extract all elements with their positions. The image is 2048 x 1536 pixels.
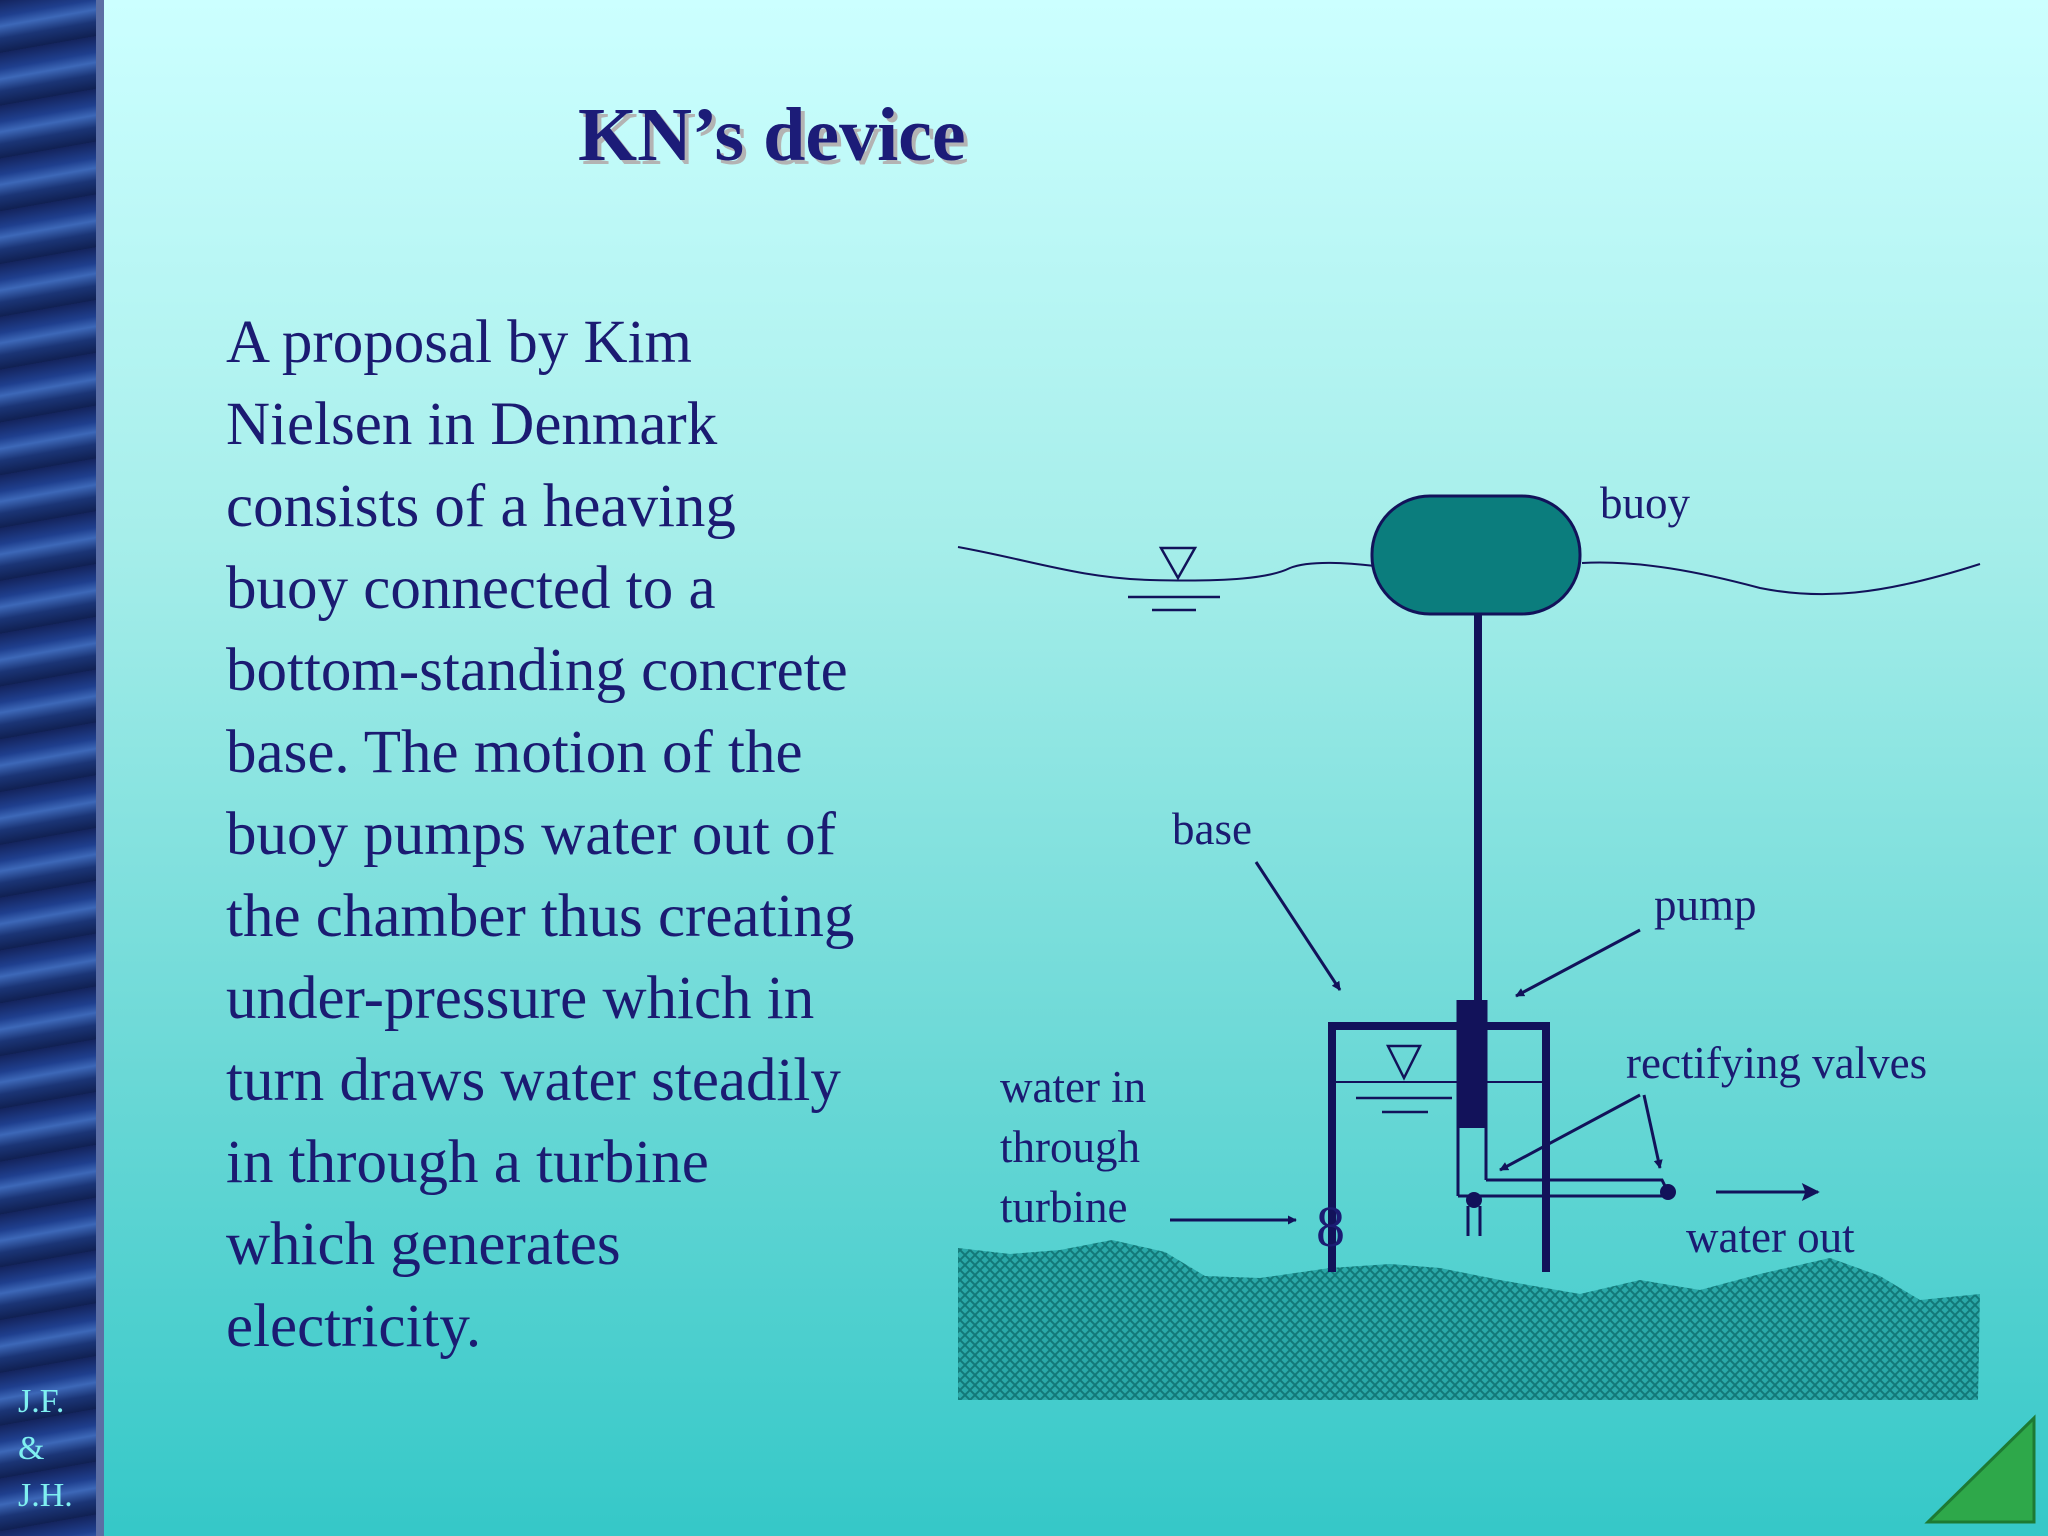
label-water-in-line2: through: [1000, 1122, 1140, 1172]
body-line: buoy pumps water out of: [226, 801, 836, 868]
pump-cylinder: [1458, 1000, 1486, 1128]
outlet-valve-icon: [1660, 1184, 1676, 1200]
body-line: consists of a heaving: [226, 473, 736, 540]
body-line: buoy connected to a: [226, 555, 716, 622]
credit-line-2: &: [18, 1430, 45, 1467]
chamber-water-level-icon: [1385, 1044, 1423, 1081]
author-credit: J.F. & J.H.: [18, 1378, 73, 1519]
next-slide-triangle-icon[interactable]: [1924, 1414, 2036, 1524]
inlet-valve-icon: [1466, 1192, 1482, 1208]
buoy: [1370, 494, 1582, 616]
body-line: base. The motion of the: [226, 719, 803, 786]
body-line: bottom-standing concrete: [226, 637, 848, 704]
body-line: in through a turbine: [226, 1129, 709, 1196]
slide-title: KN’s device: [578, 93, 966, 177]
credit-line-3: J.H.: [18, 1477, 73, 1514]
body-line: A proposal by Kim: [226, 309, 692, 376]
concrete-base: [1328, 1022, 1550, 1272]
body-line: electricity.: [226, 1293, 482, 1360]
label-water-in-line3: turbine: [1000, 1182, 1127, 1232]
seabed: [958, 1240, 1980, 1400]
body-line: the chamber thus creating: [226, 883, 855, 950]
base-pointer-arrow: [1254, 861, 1342, 991]
valve-pointer-arrow: [1642, 1094, 1663, 1169]
label-water-out: water out: [1686, 1212, 1855, 1262]
description-text: A proposal by Kim Nielsen in Denmark con…: [226, 302, 946, 1368]
water-level-icon: [1158, 546, 1198, 581]
body-line: under-pressure which in: [226, 965, 815, 1032]
label-pump: pump: [1654, 880, 1757, 930]
body-line: which generates: [226, 1211, 621, 1278]
sidebar-water-strip: [0, 0, 104, 1536]
credit-line-1: J.F.: [18, 1383, 65, 1420]
body-line: Nielsen in Denmark: [226, 391, 718, 458]
pump-pointer-arrow: [1515, 928, 1641, 998]
label-base: base: [1172, 804, 1252, 854]
body-line: turn draws water steadily: [226, 1047, 841, 1114]
valve-pointer-arrow: [1499, 1093, 1641, 1172]
label-water-in-line1: water in: [1000, 1062, 1146, 1112]
label-buoy: buoy: [1600, 478, 1691, 528]
label-rectifying-valves: rectifying valves: [1626, 1038, 1927, 1088]
water-surface-line: [957, 546, 1981, 596]
outlet-pipe: [1486, 1178, 1670, 1193]
turbine-icon: 8: [1316, 1194, 1345, 1259]
